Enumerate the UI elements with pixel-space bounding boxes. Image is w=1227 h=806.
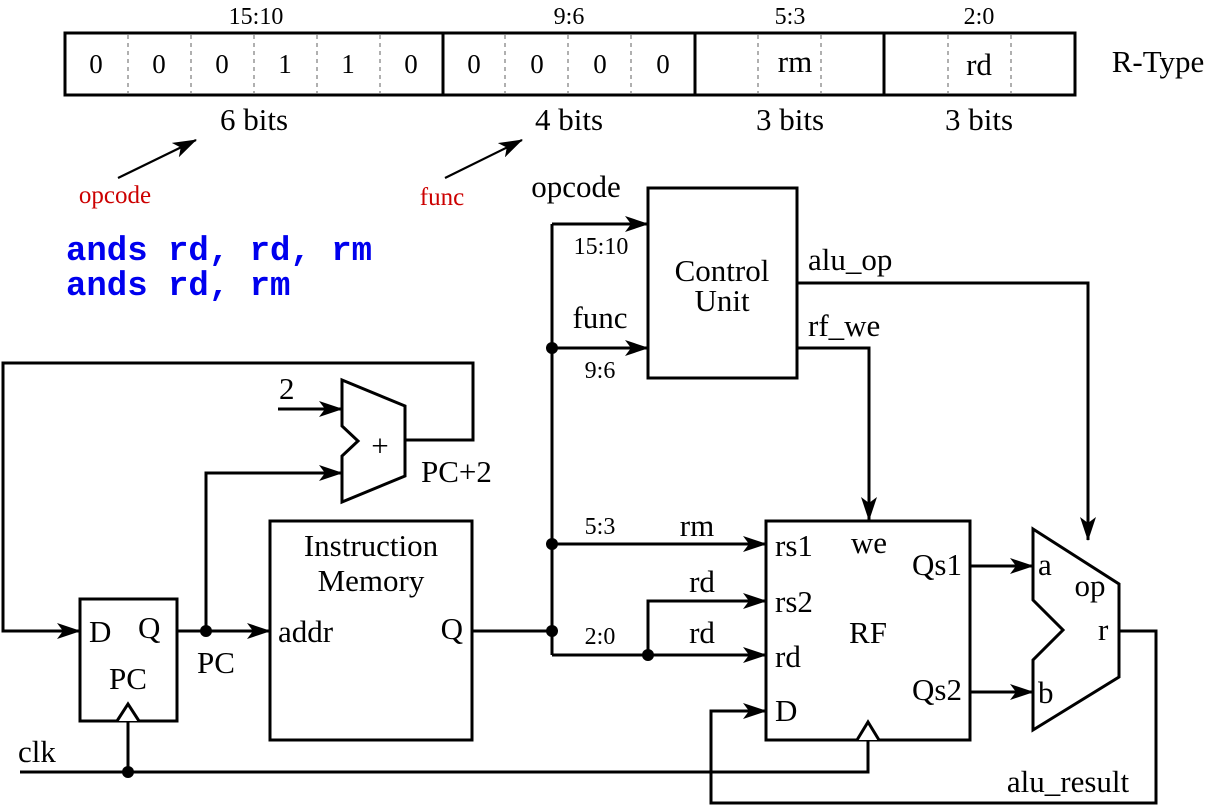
format-type-label: R-Type [1112, 44, 1205, 79]
alu-op-signal: alu_op [808, 242, 892, 277]
control-func-range: 9:6 [585, 358, 616, 384]
rf-qs1-port: Qs1 [912, 547, 962, 582]
opcode-note-arrow [117, 139, 197, 179]
rf-name: RF [849, 615, 887, 650]
rm-wire-label: rm [680, 508, 714, 543]
width-func: 4 bits [535, 102, 603, 137]
format-frame [63, 31, 1077, 97]
rd-range-label: 2:0 [585, 624, 616, 650]
bit-14: 0 [152, 49, 166, 79]
pc-adder: 2 + PC+2 [279, 371, 492, 505]
alu-op-port: op [1075, 568, 1106, 603]
pc-d-port: D [89, 614, 111, 649]
control-opcode-label: opcode [531, 169, 621, 204]
field-rm: rm [778, 44, 812, 79]
bit-15: 0 [89, 49, 103, 79]
pc-q-port: Q [138, 610, 160, 645]
control-unit: Control Unit opcode 15:10 func 9:6 alu_o… [531, 169, 892, 384]
alu: a b op r alu_result [1007, 526, 1130, 799]
clk-label: clk [18, 734, 56, 769]
adder-plus: + [371, 428, 388, 463]
pc-out-label: PC [197, 645, 235, 680]
pc-name: PC [109, 661, 147, 696]
alu-result-label: alu_result [1007, 764, 1130, 799]
rd-wire-label-top: rd [689, 564, 715, 599]
range-rm: 5:3 [775, 4, 806, 30]
rf-d-port: D [775, 693, 797, 728]
imem-title-2: Memory [318, 563, 425, 598]
width-rm: 3 bits [756, 102, 824, 137]
opcode-note: opcode [79, 182, 151, 209]
control-title-2: Unit [694, 283, 750, 318]
control-title-1: Control [675, 253, 770, 288]
bit-13: 0 [215, 49, 229, 79]
rf-rd-port: rd [775, 639, 801, 674]
bit-8: 0 [530, 49, 544, 79]
bit-12: 1 [278, 49, 292, 79]
alu-a-port: a [1038, 547, 1052, 582]
range-func: 9:6 [554, 4, 585, 30]
adder-out-label: PC+2 [421, 454, 492, 489]
adder-const: 2 [279, 371, 295, 406]
instruction-memory: Instruction Memory addr Q [268, 519, 474, 742]
rd-wire-label-bottom: rd [689, 615, 715, 650]
pc-register: D Q PC PC clk [18, 597, 235, 769]
rf-rs1-port: rs1 [775, 528, 813, 563]
rf-we-signal: rf_we [808, 308, 880, 343]
instruction-format: 15:10 9:6 5:3 2:0 0 0 0 1 1 0 0 0 0 0 rm… [63, 4, 1205, 211]
alu-b-port: b [1038, 675, 1054, 710]
control-opcode-range: 15:10 [574, 234, 629, 260]
imem-title-1: Instruction [304, 528, 439, 563]
bit-9: 0 [467, 49, 481, 79]
rm-range-label: 5:3 [585, 514, 616, 540]
rf-rs2-port: rs2 [775, 584, 813, 619]
rf-qs2-port: Qs2 [912, 672, 962, 707]
width-rd: 3 bits [945, 102, 1013, 137]
alu-r-port: r [1098, 612, 1109, 647]
rf-we-port: we [851, 525, 887, 560]
code-line-1: ands rd, rd, rm [66, 233, 372, 271]
wires [1, 216, 1158, 805]
bit-6: 0 [656, 49, 670, 79]
code-line-2: ands rd, rm [66, 268, 290, 306]
func-note-arrow [444, 139, 523, 179]
bit-10: 0 [404, 49, 418, 79]
bit-11: 1 [341, 49, 355, 79]
func-note: func [420, 184, 464, 211]
imem-addr-port: addr [278, 614, 334, 649]
range-opcode: 15:10 [229, 4, 284, 30]
bit-7: 0 [593, 49, 607, 79]
register-file: rs1 rs2 rd D we RF Qs1 Qs2 [764, 519, 972, 742]
field-rd: rd [966, 47, 992, 82]
control-func-label: func [572, 300, 627, 335]
imem-q-port: Q [441, 611, 463, 646]
range-rd: 2:0 [964, 4, 995, 30]
width-opcode: 6 bits [220, 102, 288, 137]
